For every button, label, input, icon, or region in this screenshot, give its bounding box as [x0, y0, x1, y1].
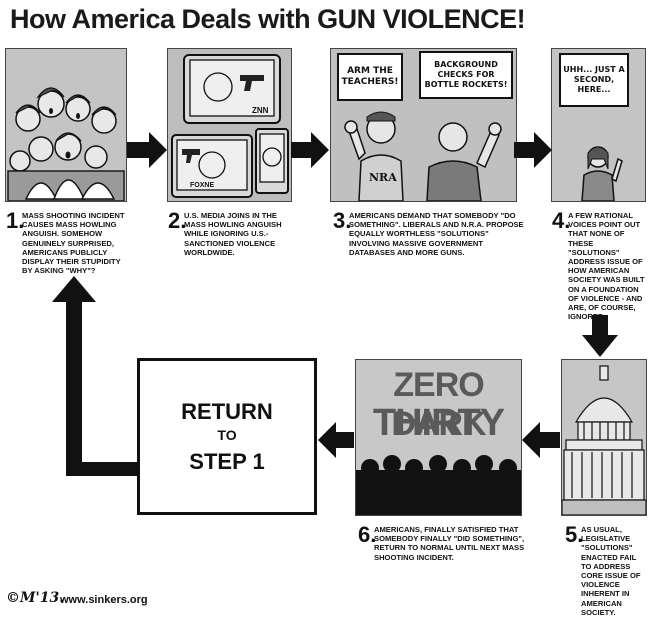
caption-step-1: 1. MASS SHOOTING INCIDENT CAUSES MASS HO… — [6, 210, 128, 300]
arrow-return-loop — [52, 276, 137, 476]
arrow-1-to-2 — [127, 132, 167, 168]
arrow-3-to-4 — [514, 132, 552, 168]
caption-text: A FEW RATIONAL VOICES POINT OUT THAT NON… — [568, 211, 645, 322]
panel-4-rational-voice: UHH... JUST A SECOND, HERE... — [551, 48, 646, 202]
capitol-building-illustration — [562, 360, 646, 515]
caption-step-3: 3. AMERICANS DEMAND THAT SOMEBODY "DO SO… — [333, 210, 528, 270]
speech-bubble-just-a-second: UHH... JUST A SECOND, HERE... — [559, 53, 629, 107]
caption-step-6: 6. AMERICANS, FINALLY SATISFIED THAT SOM… — [358, 524, 536, 574]
website-url: www.sinkers.org — [60, 594, 148, 606]
return-to-step-1-box: RETURN TO STEP 1 — [137, 358, 317, 515]
movie-title-line-1: ZERO DARK — [391, 366, 486, 443]
step-number: 3. — [333, 208, 352, 233]
caption-text: AMERICANS, FINALLY SATISFIED THAT SOMEBO… — [374, 525, 525, 562]
step-number: 4. — [552, 208, 571, 233]
tv-label-znn: ZNN — [252, 106, 269, 115]
caption-text: U.S. MEDIA JOINS IN THE MASS HOWLING ANG… — [184, 211, 282, 257]
tv-label-foxne: FOXNE — [190, 182, 214, 189]
caption-text: AMERICANS DEMAND THAT SOMEBODY "DO SOMET… — [349, 211, 524, 257]
caption-text: AS USUAL, LEGISLATIVE "SOLUTIONS" ENACTE… — [581, 525, 641, 617]
to-line: TO — [217, 427, 237, 443]
arrow-6-to-return — [318, 422, 354, 458]
movie-title-line-2: THIRTY — [372, 402, 505, 444]
panel-1-crowd — [5, 48, 127, 202]
arrow-5-to-6 — [522, 422, 560, 458]
theater-audience-illustration — [356, 360, 521, 515]
speech-bubble-background-checks: BACKGROUND CHECKS FOR BOTTLE ROCKETS! — [419, 51, 513, 99]
arrow-4-to-5 — [582, 315, 618, 357]
step-number: 1. — [6, 208, 25, 233]
arrow-2-to-3 — [291, 132, 329, 168]
comic-title: How America Deals with GUN VIOLENCE! — [10, 4, 526, 34]
return-line: RETURN — [181, 399, 273, 424]
step-number: 2. — [168, 208, 187, 233]
caption-step-5: 5. AS USUAL, LEGISLATIVE "SOLUTIONS" ENA… — [565, 522, 645, 617]
step-number: 5. — [565, 522, 584, 547]
panel-6-theater: ZERO DARK THIRTY — [355, 359, 522, 516]
tv-screens-illustration: ZNN FOXNE — [168, 49, 291, 201]
speech-bubble-arm-teachers: ARM THE TEACHERS! — [337, 53, 403, 101]
crowd-illustration — [6, 49, 126, 201]
panel-2-media: ZNN FOXNE — [167, 48, 292, 202]
step-1-line: STEP 1 — [189, 449, 265, 474]
artist-signature: ©M'13. — [6, 590, 65, 606]
caption-step-2: 2. U.S. MEDIA JOINS IN THE MASS HOWLING … — [168, 210, 293, 270]
panel-3-debate: NRA ARM THE TEACHERS! BACKGROUND CHECKS … — [330, 48, 517, 202]
step-number: 6. — [358, 522, 377, 547]
panel-5-capitol — [561, 359, 647, 516]
nra-shirt-label: NRA — [369, 171, 397, 184]
caption-step-4: 4. A FEW RATIONAL VOICES POINT OUT THAT … — [552, 210, 648, 330]
caption-text: MASS SHOOTING INCIDENT CAUSES MASS HOWLI… — [22, 211, 125, 276]
